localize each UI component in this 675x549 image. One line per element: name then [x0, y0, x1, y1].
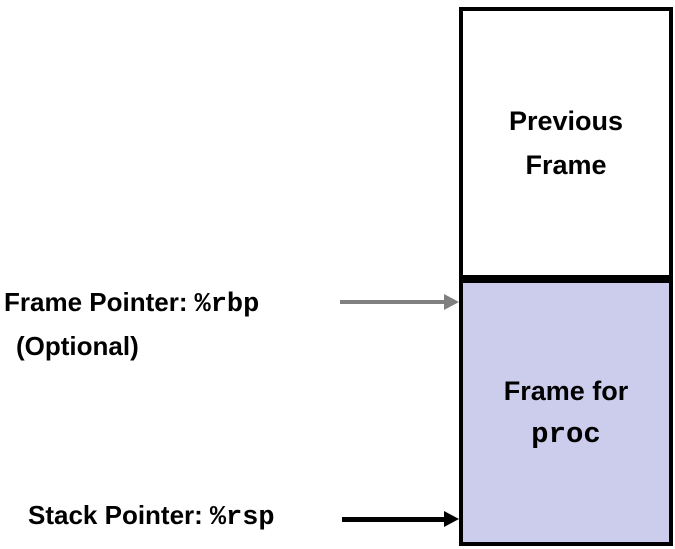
frame-pointer-arrow-head	[444, 294, 459, 310]
frame-pointer-arrow-shaft	[340, 300, 444, 304]
proc-frame-label-line2: proc	[531, 417, 601, 451]
frame-pointer-label-line: Frame Pointer:%rbp	[4, 286, 259, 321]
stack-pointer-label: Stack Pointer:%rsp	[28, 499, 275, 534]
previous-frame-label-line2: Frame	[525, 150, 607, 180]
previous-frame-label: Previous Frame	[509, 99, 623, 187]
stack-pointer-register: %rsp	[209, 503, 275, 533]
stack-pointer-arrow-head	[444, 511, 459, 527]
previous-frame-label-line1: Previous	[508, 106, 624, 136]
stack-pointer-arrow-icon	[342, 511, 459, 527]
frame-pointer-optional-note: (Optional)	[16, 331, 139, 361]
frame-pointer-register: %rbp	[194, 290, 260, 320]
stack-pointer-arrow-shaft	[342, 516, 444, 522]
frame-pointer-arrow-icon	[340, 294, 459, 310]
frame-pointer-label-text: Frame Pointer:	[4, 287, 188, 317]
proc-frame-label: Frame for proc	[504, 369, 629, 457]
previous-frame-box: Previous Frame	[459, 7, 673, 279]
stack-pointer-label-text: Stack Pointer:	[28, 500, 203, 530]
frame-pointer-label: Frame Pointer:%rbp (Optional)	[4, 286, 259, 362]
proc-frame-label-line1: Frame for	[503, 375, 629, 406]
proc-frame-box: Frame for proc	[459, 279, 673, 546]
